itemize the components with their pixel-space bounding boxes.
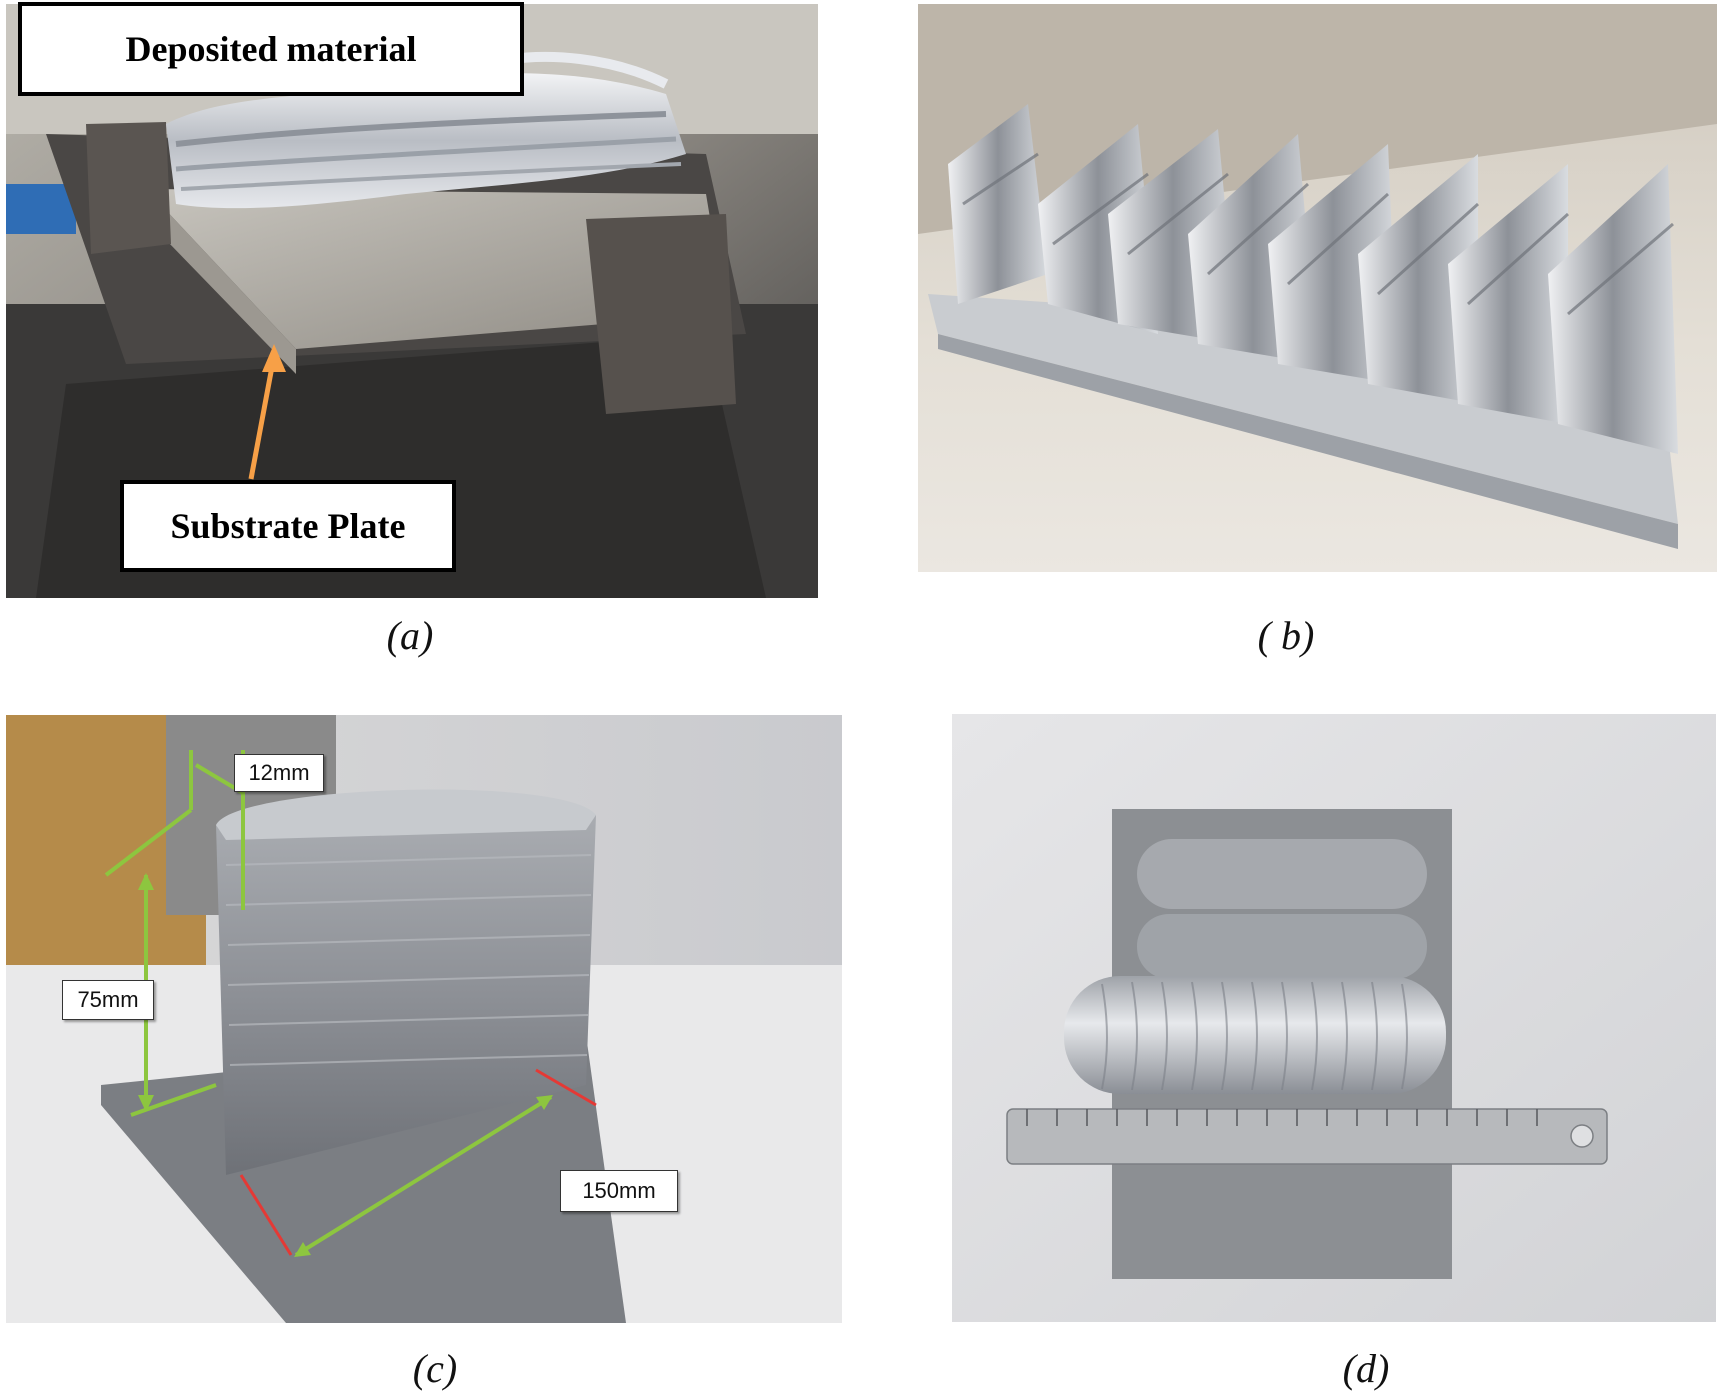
photo-panel-a bbox=[6, 4, 818, 598]
photo-sample-walls bbox=[918, 4, 1717, 572]
photo-wall-dimensions bbox=[6, 715, 842, 1323]
dim-label-height-text: 75mm bbox=[77, 987, 139, 1012]
dim-label-width-text: 12mm bbox=[248, 760, 310, 785]
caption-a: (a) bbox=[386, 613, 434, 658]
dim-label-length: 150mm bbox=[560, 1170, 678, 1212]
photo-panel-d bbox=[952, 714, 1716, 1322]
photo-panel-c bbox=[6, 715, 842, 1323]
caption-d: (d) bbox=[1342, 1346, 1390, 1391]
dim-label-height: 75mm bbox=[62, 980, 154, 1020]
caption-b: ( b) bbox=[1257, 613, 1315, 658]
callout-substrate-plate-text: Substrate Plate bbox=[170, 506, 406, 546]
callout-substrate-plate: Substrate Plate bbox=[120, 480, 456, 572]
callout-deposited-material: Deposited material bbox=[18, 2, 524, 96]
dim-label-width: 12mm bbox=[234, 754, 324, 792]
callout-deposited-material-text: Deposited material bbox=[125, 29, 417, 69]
dim-label-length-text: 150mm bbox=[582, 1178, 656, 1203]
photo-deposited-bead-with-ruler bbox=[952, 714, 1716, 1322]
photo-deposition-setup bbox=[6, 4, 818, 598]
caption-c: (c) bbox=[412, 1346, 458, 1391]
photo-panel-b bbox=[918, 4, 1717, 572]
